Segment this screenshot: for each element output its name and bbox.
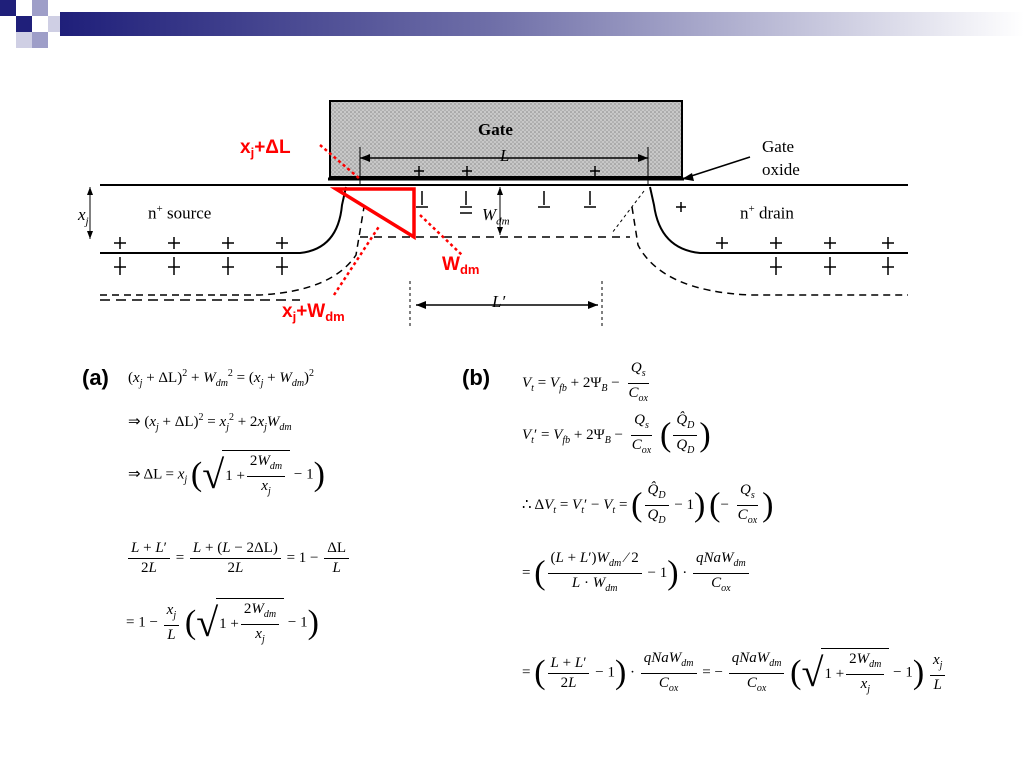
drain-label: n+ drain bbox=[740, 203, 794, 223]
wdm-depth-label: Wdm bbox=[482, 205, 510, 228]
L-label: L bbox=[500, 146, 510, 165]
leader-wdm bbox=[419, 214, 463, 256]
label-wdm: Wdm bbox=[442, 254, 480, 277]
leader-xj-wdm bbox=[332, 224, 382, 296]
eq-a1: (xj + ΔL)2 + Wdm2 = (xj + Wdm)2 bbox=[128, 368, 315, 389]
source-junction bbox=[100, 186, 347, 254]
part-b-label: (b) bbox=[462, 365, 491, 390]
gate-oxide-label-2: oxide bbox=[762, 160, 800, 179]
xj-depth-label: xj bbox=[78, 205, 89, 228]
gate-electrode bbox=[329, 100, 683, 178]
Lprime-label: L′ bbox=[492, 292, 506, 311]
red-triangle bbox=[329, 187, 416, 241]
drain-charges bbox=[676, 202, 894, 275]
eq-a2: ⇒ (xj + ΔL)2 = xj2 + 2xjWdm bbox=[128, 412, 292, 433]
source-charges bbox=[114, 237, 288, 275]
drain-depletion-edge bbox=[631, 206, 908, 296]
part-a-label: (a) bbox=[82, 365, 109, 390]
source-depletion-edge bbox=[100, 206, 365, 296]
header-square-4 bbox=[32, 32, 48, 48]
gate-label: Gate bbox=[478, 120, 513, 139]
mosfet-diagram bbox=[87, 100, 908, 327]
leader-xj-dL bbox=[319, 144, 361, 180]
header-decoration bbox=[0, 0, 1024, 48]
label-xj-plus-wdm: xj+Wdm bbox=[282, 301, 345, 324]
channel-charges bbox=[414, 166, 600, 214]
header-bar bbox=[60, 12, 1024, 36]
header-square-3 bbox=[32, 0, 48, 16]
source-label: n+ source bbox=[148, 203, 212, 223]
header-square-5 bbox=[16, 32, 32, 48]
label-xj-plus-dL: xj+ΔL bbox=[240, 137, 291, 160]
header-square-2 bbox=[16, 16, 32, 32]
header-square-1 bbox=[0, 0, 16, 16]
drain-junction bbox=[649, 186, 908, 254]
gate-oxide-label-1: Gate bbox=[762, 137, 795, 156]
